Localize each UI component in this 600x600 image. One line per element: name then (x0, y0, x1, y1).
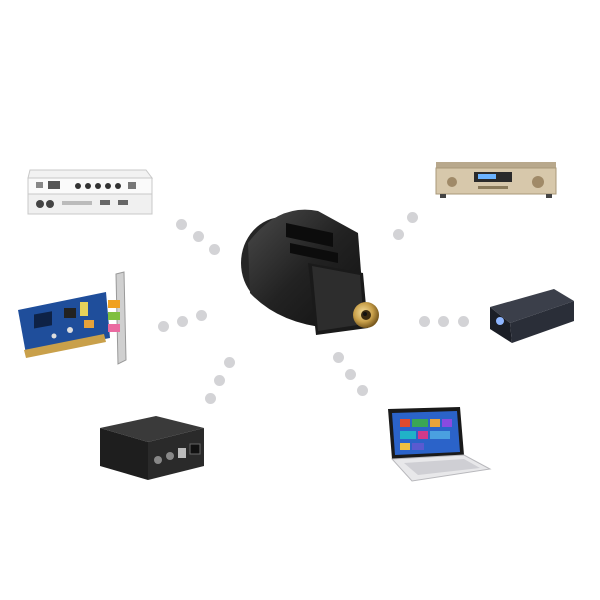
laptop-icon (388, 407, 492, 482)
optical-adapter-icon (241, 209, 379, 335)
hifi-amplifier-icon (435, 162, 557, 198)
pci-card-icon (18, 271, 127, 365)
media-box-icon (27, 169, 153, 215)
portable-player-icon (490, 289, 574, 343)
amplifier-box-icon (100, 416, 204, 480)
